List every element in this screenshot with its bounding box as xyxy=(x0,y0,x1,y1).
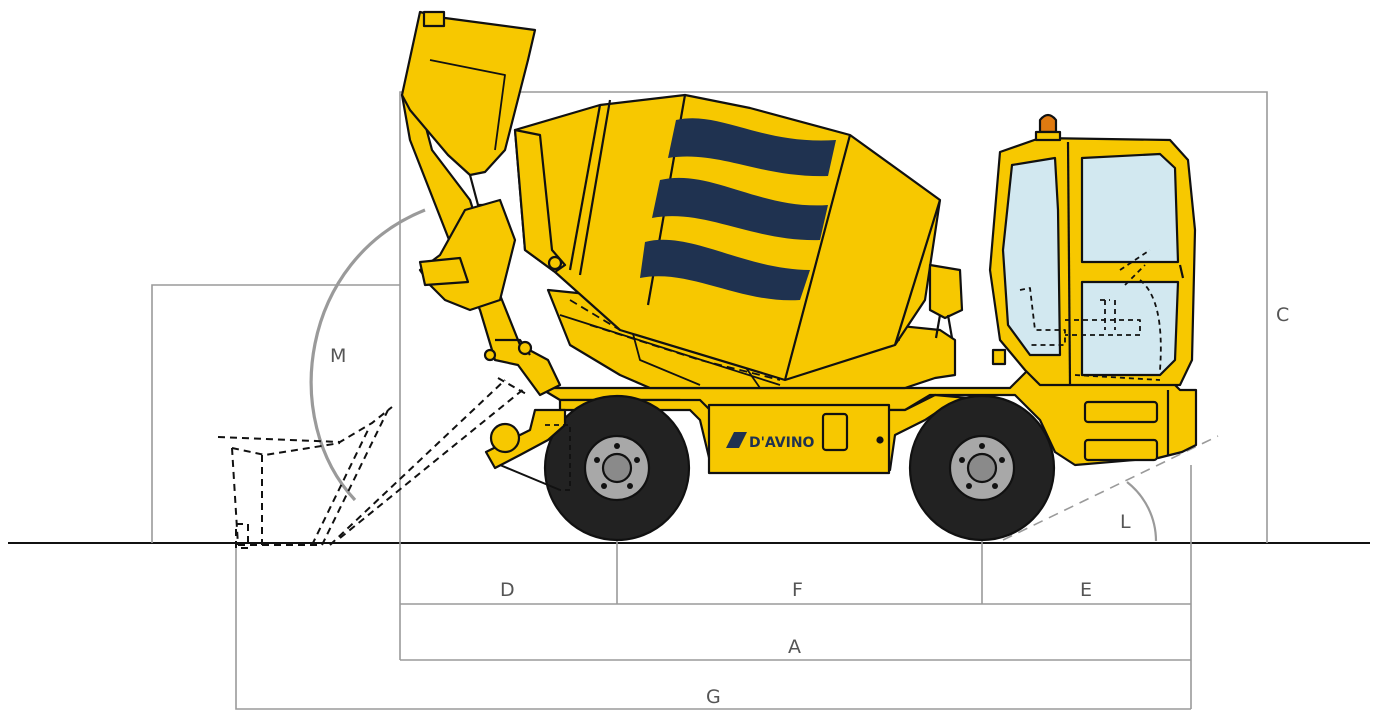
label-c: C xyxy=(1276,304,1289,326)
height-bracket xyxy=(399,91,1268,543)
dimension-labels: C M L D F E A G xyxy=(330,304,1289,708)
drum-stripe-2 xyxy=(652,177,828,241)
drum-stripe-1 xyxy=(668,118,836,177)
cab-interior-outline xyxy=(1019,249,1162,381)
front-grille-lower xyxy=(1083,438,1159,462)
drum-drive-unit xyxy=(928,263,964,320)
label-l: L xyxy=(1120,511,1131,533)
side-mirror xyxy=(991,348,1007,366)
cab-window-front-upper xyxy=(1080,152,1180,264)
discharge-height-bracket xyxy=(151,284,400,543)
departure-angle-line xyxy=(1002,435,1219,541)
chute-lowered-outline xyxy=(217,377,529,549)
label-d: D xyxy=(500,579,515,601)
brand-name: D'AVINO xyxy=(749,435,815,451)
hopper-bucket xyxy=(400,10,537,177)
fuel-cap xyxy=(821,412,849,452)
label-m: M xyxy=(330,345,346,367)
label-e: E xyxy=(1080,579,1092,601)
cab-window-front-lower xyxy=(1080,280,1180,377)
rear-wheel xyxy=(543,394,691,542)
front-grille-upper xyxy=(1083,400,1159,424)
angle-l-arc xyxy=(1126,481,1158,542)
rotation-arc-m xyxy=(309,208,426,502)
dim-g-line xyxy=(235,543,1191,710)
concrete-mixer-truck: D'AVINO xyxy=(400,10,1198,542)
chute-assembly xyxy=(418,198,517,312)
logo-mark-icon xyxy=(726,432,747,448)
label-f: F xyxy=(792,579,803,601)
rear-light xyxy=(489,422,521,454)
beacon-light xyxy=(1038,113,1058,134)
drum-rear-ring xyxy=(513,128,567,274)
label-a: A xyxy=(788,636,801,658)
brand-logo: D'AVINO xyxy=(726,432,815,451)
label-g: G xyxy=(706,686,721,708)
front-wheel xyxy=(908,394,1056,542)
cab-window-rear xyxy=(1001,156,1062,357)
drum-stripe-3 xyxy=(640,239,810,301)
